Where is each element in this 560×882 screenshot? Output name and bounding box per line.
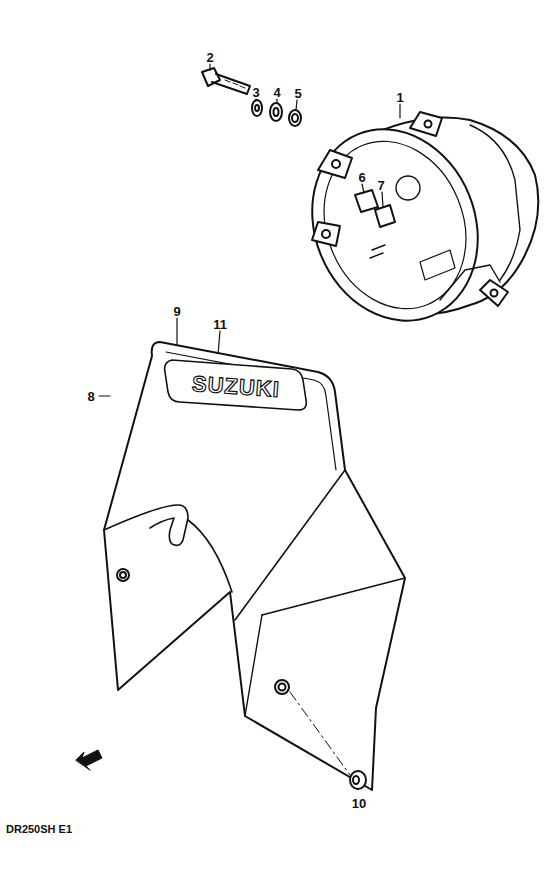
- washers: [252, 100, 301, 126]
- direction-arrow: [76, 750, 102, 770]
- callout-number: 2: [206, 51, 213, 64]
- emblem-text: SUZUKI: [191, 373, 280, 401]
- callout-number: 9: [173, 305, 180, 318]
- callout-number: 1: [396, 91, 403, 104]
- callout-number: 7: [377, 179, 384, 192]
- callout-number: 4: [273, 86, 280, 99]
- headlight-cowl: [104, 342, 405, 790]
- callout-number: 8: [87, 390, 94, 403]
- leader-lines: [99, 64, 400, 396]
- callout-number: 5: [294, 87, 301, 100]
- callout-number: 6: [358, 171, 365, 184]
- model-code: DR250SH E1: [6, 824, 72, 835]
- callout-number: 3: [252, 86, 259, 99]
- bolt: [202, 68, 250, 94]
- nut: [350, 771, 366, 789]
- headlight-housing: [284, 104, 538, 346]
- callout-number: 11: [213, 318, 227, 331]
- callout-number: 10: [352, 797, 366, 810]
